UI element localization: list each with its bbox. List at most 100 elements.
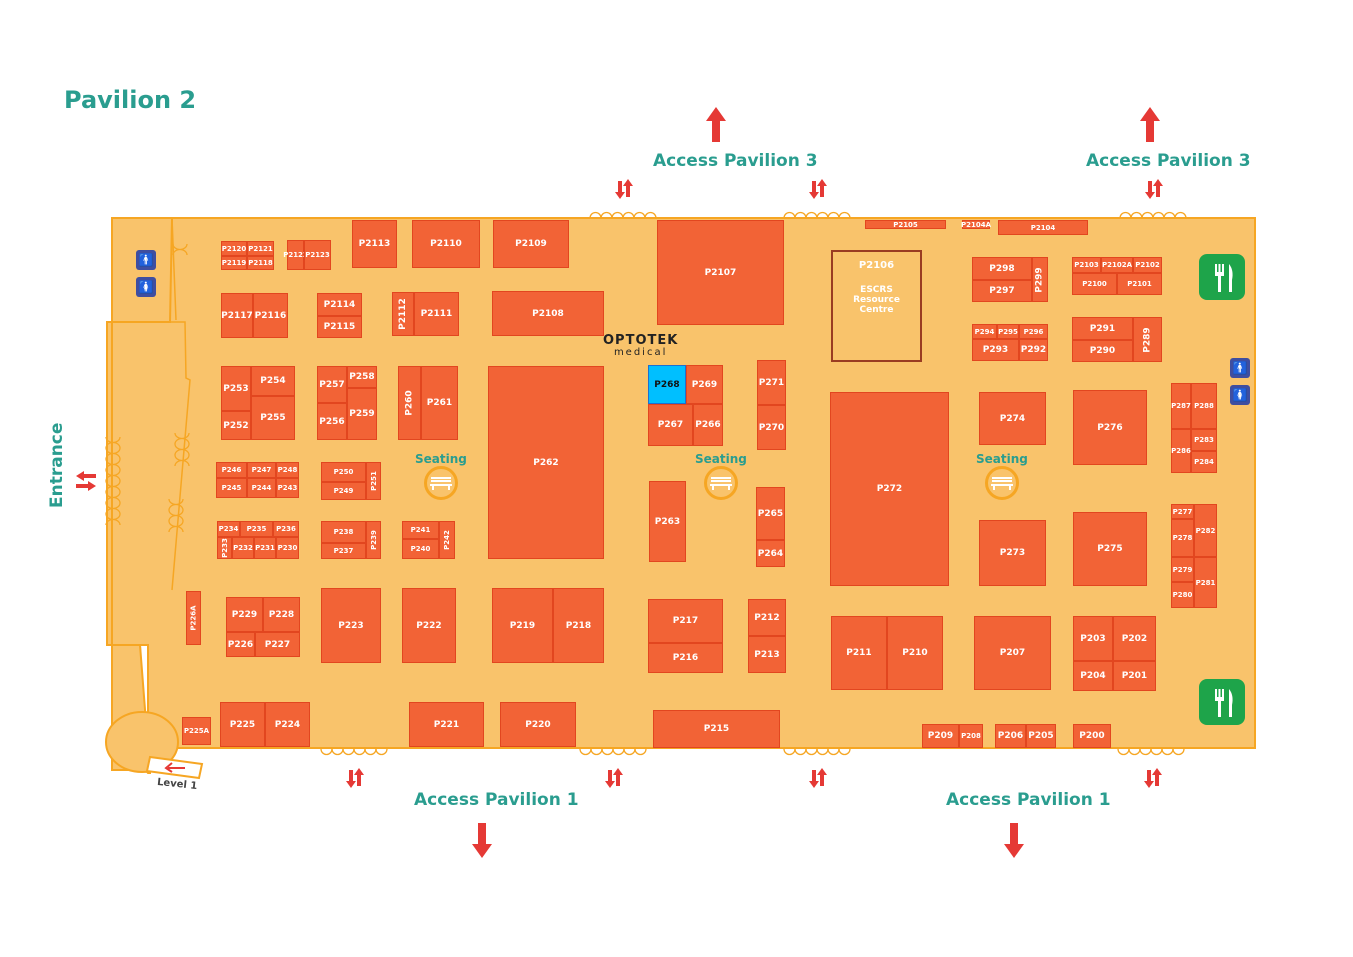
booth-p297[interactable]: P297 xyxy=(972,280,1032,302)
booth-p2109[interactable]: P2109 xyxy=(493,220,569,268)
booth-p2112[interactable]: P2112 xyxy=(392,292,414,336)
booth-p273[interactable]: P273 xyxy=(979,520,1046,586)
booth-p255[interactable]: P255 xyxy=(251,396,295,440)
booth-p2123[interactable]: P2123 xyxy=(304,240,331,270)
booth-p254[interactable]: P254 xyxy=(251,366,295,396)
booth-p207[interactable]: P207 xyxy=(974,616,1051,690)
booth-p202[interactable]: P202 xyxy=(1113,616,1156,661)
booth-p240[interactable]: P240 xyxy=(402,539,439,559)
booth-p2113[interactable]: P2113 xyxy=(352,220,397,268)
booth-p275[interactable]: P275 xyxy=(1073,512,1147,586)
booth-p288[interactable]: P288 xyxy=(1191,383,1217,429)
booth-p292[interactable]: P292 xyxy=(1019,339,1048,361)
booth-p224[interactable]: P224 xyxy=(265,702,310,747)
booth-p216[interactable]: P216 xyxy=(648,643,723,673)
booth-p287[interactable]: P287 xyxy=(1171,383,1191,429)
booth-p2101[interactable]: P2101 xyxy=(1117,273,1162,295)
booth-p225[interactable]: P225 xyxy=(220,702,265,747)
booth-p296[interactable]: P296 xyxy=(1019,324,1048,339)
booth-p290[interactable]: P290 xyxy=(1072,340,1133,362)
booth-p226a[interactable]: P226A xyxy=(186,591,201,645)
booth-p271[interactable]: P271 xyxy=(757,360,786,405)
booth-p203[interactable]: P203 xyxy=(1073,616,1113,661)
booth-p268[interactable]: P268 xyxy=(648,365,686,404)
booth-p2116[interactable]: P2116 xyxy=(253,293,288,338)
booth-p298[interactable]: P298 xyxy=(972,257,1032,280)
booth-p293[interactable]: P293 xyxy=(972,339,1019,361)
booth-p201[interactable]: P201 xyxy=(1113,661,1156,691)
booth-p238[interactable]: P238 xyxy=(321,521,366,543)
booth-p257[interactable]: P257 xyxy=(317,366,347,403)
booth-p277[interactable]: P277 xyxy=(1171,504,1194,519)
booth-p260[interactable]: P260 xyxy=(398,366,421,440)
booth-p270[interactable]: P270 xyxy=(757,405,786,450)
booth-p278[interactable]: P278 xyxy=(1171,519,1194,557)
booth-p242[interactable]: P242 xyxy=(439,521,455,559)
booth-p295[interactable]: P295 xyxy=(997,324,1019,339)
booth-p218[interactable]: P218 xyxy=(553,588,604,663)
booth-p259[interactable]: P259 xyxy=(347,388,377,440)
booth-p299[interactable]: P299 xyxy=(1032,257,1048,302)
booth-p223[interactable]: P223 xyxy=(321,588,381,663)
booth-p276[interactable]: P276 xyxy=(1073,390,1147,465)
booth-p284[interactable]: P284 xyxy=(1191,451,1217,473)
booth-p236[interactable]: P236 xyxy=(273,521,299,537)
booth-p266[interactable]: P266 xyxy=(693,404,723,446)
booth-p222[interactable]: P222 xyxy=(402,588,456,663)
booth-p264[interactable]: P264 xyxy=(756,540,785,567)
booth-p232[interactable]: P232 xyxy=(232,537,254,559)
booth-p2111[interactable]: P2111 xyxy=(414,292,459,336)
booth-p235[interactable]: P235 xyxy=(240,521,273,537)
booth-p212[interactable]: P212 xyxy=(748,599,786,636)
booth-p217[interactable]: P217 xyxy=(648,599,723,643)
booth-p294[interactable]: P294 xyxy=(972,324,997,339)
booth-p2121[interactable]: P2121 xyxy=(247,241,274,256)
booth-p2117[interactable]: P2117 xyxy=(221,293,253,338)
booth-p205[interactable]: P205 xyxy=(1026,724,1056,748)
booth-p237[interactable]: P237 xyxy=(321,543,366,559)
booth-p211[interactable]: P211 xyxy=(831,616,887,690)
booth-p248[interactable]: P248 xyxy=(276,462,299,478)
booth-p245[interactable]: P245 xyxy=(216,478,247,498)
booth-p215[interactable]: P215 xyxy=(653,710,780,748)
booth-p247[interactable]: P247 xyxy=(247,462,276,478)
booth-p209[interactable]: P209 xyxy=(922,724,959,748)
booth-p204[interactable]: P204 xyxy=(1073,661,1113,691)
booth-p2118[interactable]: P2118 xyxy=(247,256,274,270)
booth-p2119[interactable]: P2119 xyxy=(221,256,247,270)
booth-p249[interactable]: P249 xyxy=(321,482,366,500)
booth-p274[interactable]: P274 xyxy=(979,392,1046,445)
booth-p2108[interactable]: P2108 xyxy=(492,291,604,336)
booth-p258[interactable]: P258 xyxy=(347,366,377,388)
booth-p243[interactable]: P243 xyxy=(276,478,299,498)
booth-p265[interactable]: P265 xyxy=(756,487,785,540)
booth-p200[interactable]: P200 xyxy=(1073,724,1111,748)
booth-p2120[interactable]: P2120 xyxy=(221,241,247,256)
booth-p267[interactable]: P267 xyxy=(648,404,693,446)
booth-p246[interactable]: P246 xyxy=(216,462,247,478)
booth-p230[interactable]: P230 xyxy=(276,537,299,559)
booth-p281[interactable]: P281 xyxy=(1194,557,1217,608)
booth-p261[interactable]: P261 xyxy=(421,366,458,440)
booth-escrs-resource-centre[interactable]: P2106 ESCRS Resource Centre xyxy=(831,250,922,362)
booth-p2102[interactable]: P2102 xyxy=(1133,257,1162,273)
booth-p291[interactable]: P291 xyxy=(1072,317,1133,340)
booth-p250[interactable]: P250 xyxy=(321,462,366,482)
booth-p283[interactable]: P283 xyxy=(1191,429,1217,451)
booth-p241[interactable]: P241 xyxy=(402,521,439,539)
booth-p282[interactable]: P282 xyxy=(1194,504,1217,557)
booth-p231[interactable]: P231 xyxy=(254,537,276,559)
booth-p2110[interactable]: P2110 xyxy=(412,220,480,268)
booth-p289[interactable]: P289 xyxy=(1133,317,1162,362)
booth-p2122[interactable]: P2122 xyxy=(283,240,308,270)
booth-p228[interactable]: P228 xyxy=(263,597,300,632)
booth-p244[interactable]: P244 xyxy=(247,478,276,498)
booth-p269[interactable]: P269 xyxy=(686,365,723,404)
booth-p2104a[interactable]: P2104A xyxy=(961,220,991,229)
booth-p280[interactable]: P280 xyxy=(1171,582,1194,608)
booth-p239[interactable]: P239 xyxy=(366,521,381,559)
booth-p220[interactable]: P220 xyxy=(500,702,576,747)
booth-p225a[interactable]: P225A xyxy=(182,717,211,745)
booth-p229[interactable]: P229 xyxy=(226,597,263,632)
booth-p2105[interactable]: P2105 xyxy=(865,220,946,229)
